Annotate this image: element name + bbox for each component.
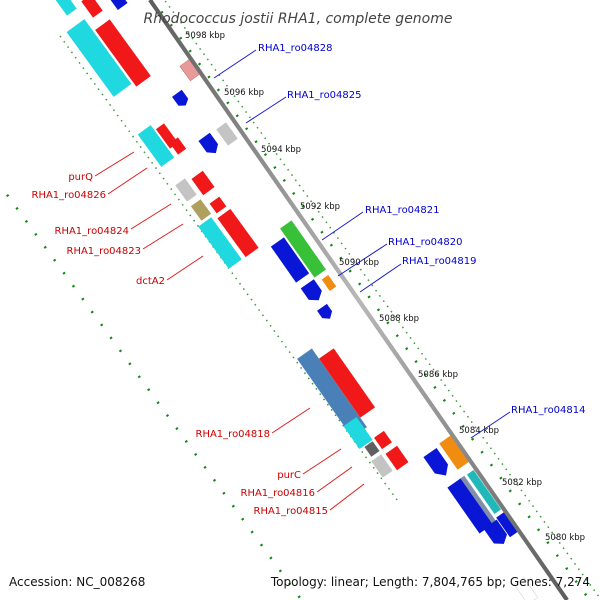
gene-arrow[interactable] <box>318 348 376 418</box>
gene-label[interactable]: RHA1_ro04820 <box>388 237 463 248</box>
leader-lines-red <box>94 151 365 511</box>
inner-track-right <box>163 0 600 600</box>
scale-labels: 5098 kbp 5096 kbp 5094 kbp 5092 kbp 5090… <box>185 31 585 543</box>
gene-arrow[interactable] <box>190 199 212 221</box>
gene-arrow[interactable] <box>169 137 187 155</box>
gene-arrow[interactable] <box>466 470 502 514</box>
gene-arrow[interactable] <box>496 510 520 538</box>
gene-arrow[interactable] <box>95 19 151 87</box>
gene-label[interactable]: RHA1_ro04825 <box>287 90 362 101</box>
gene-arrow[interactable] <box>137 125 175 167</box>
reverse-genes <box>55 0 409 478</box>
gene-arrow[interactable] <box>364 441 380 457</box>
leader-lines-blue <box>213 49 511 439</box>
gene-arrow[interactable] <box>447 478 493 534</box>
kbp-label: 5086 kbp <box>418 370 458 380</box>
kbp-label: 5084 kbp <box>459 426 499 436</box>
gene-arrow[interactable] <box>270 237 310 283</box>
gene-arrow[interactable] <box>108 0 128 10</box>
gene-labels-red: purQ RHA1_ro04826 RHA1_ro04824 RHA1_ro04… <box>32 172 329 517</box>
gene-label[interactable]: dctA2 <box>136 276 165 287</box>
kbp-label: 5080 kbp <box>545 533 585 543</box>
gene-arrow[interactable] <box>66 19 132 97</box>
accession-text: Accession: NC_008268 <box>9 575 145 589</box>
gene-arrow[interactable] <box>343 416 373 450</box>
gene-arrow[interactable] <box>191 170 215 196</box>
map-title: Rhodococcus jostii RHA1, complete genome <box>143 11 452 27</box>
kbp-label: 5082 kbp <box>502 478 542 488</box>
gene-label[interactable]: RHA1_ro04819 <box>402 256 477 267</box>
kbp-label: 5088 kbp <box>379 314 419 324</box>
gene-arrow[interactable] <box>439 434 471 470</box>
gene-arrow[interactable] <box>280 220 326 278</box>
gene-arrow[interactable] <box>317 303 335 322</box>
gene-arrow[interactable] <box>297 348 367 438</box>
gene-arrow[interactable] <box>175 178 197 202</box>
genome-backbone-top <box>148 0 569 600</box>
gene-label[interactable]: purC <box>277 470 301 481</box>
kbp-label: 5090 kbp <box>339 258 379 268</box>
gene-label[interactable]: RHA1_ro04826 <box>32 190 107 201</box>
forward-genes <box>172 58 539 600</box>
gene-label[interactable]: RHA1_ro04815 <box>254 506 329 517</box>
gene-arrow[interactable] <box>513 577 539 600</box>
topology-text: Topology: linear; Length: 7,804,765 bp; … <box>270 575 590 589</box>
gene-label[interactable]: RHA1_ro04828 <box>258 43 333 54</box>
gene-arrow[interactable] <box>55 0 77 16</box>
inner-track-left <box>59 35 401 505</box>
gene-arrow[interactable] <box>81 0 103 18</box>
gene-label[interactable]: RHA1_ro04818 <box>196 429 271 440</box>
kbp-label: 5094 kbp <box>261 145 301 155</box>
kbp-label: 5096 kbp <box>224 88 264 98</box>
outer-track-left <box>0 182 302 599</box>
gene-arrow[interactable] <box>209 196 227 214</box>
gene-arrow[interactable] <box>321 274 337 292</box>
gene-arrow[interactable] <box>459 475 499 529</box>
gene-label[interactable]: RHA1_ro04814 <box>511 405 586 416</box>
gene-arrow[interactable] <box>385 445 409 471</box>
gene-label[interactable]: purQ <box>68 172 93 183</box>
gene-arrow[interactable] <box>371 454 393 478</box>
gene-arrow[interactable] <box>300 279 326 305</box>
kbp-label: 5098 kbp <box>185 31 225 41</box>
gene-arrow[interactable] <box>423 447 452 480</box>
gene-label[interactable]: RHA1_ro04821 <box>365 205 440 216</box>
gene-arrow[interactable] <box>374 430 392 450</box>
gene-arrow[interactable] <box>217 208 259 258</box>
kbp-label: 5092 kbp <box>300 202 340 212</box>
gene-arrow[interactable] <box>198 132 221 157</box>
gene-arrow[interactable] <box>216 122 238 146</box>
gene-arrow[interactable] <box>483 519 511 549</box>
gene-arrow[interactable] <box>172 89 191 109</box>
gene-labels-blue: RHA1_ro04828 RHA1_ro04825 RHA1_ro04821 R… <box>258 43 586 416</box>
gene-arrow[interactable] <box>198 217 242 269</box>
gene-label[interactable]: RHA1_ro04823 <box>67 246 142 257</box>
gene-label[interactable]: RHA1_ro04816 <box>241 488 316 499</box>
gene-label[interactable]: RHA1_ro04824 <box>55 226 130 237</box>
